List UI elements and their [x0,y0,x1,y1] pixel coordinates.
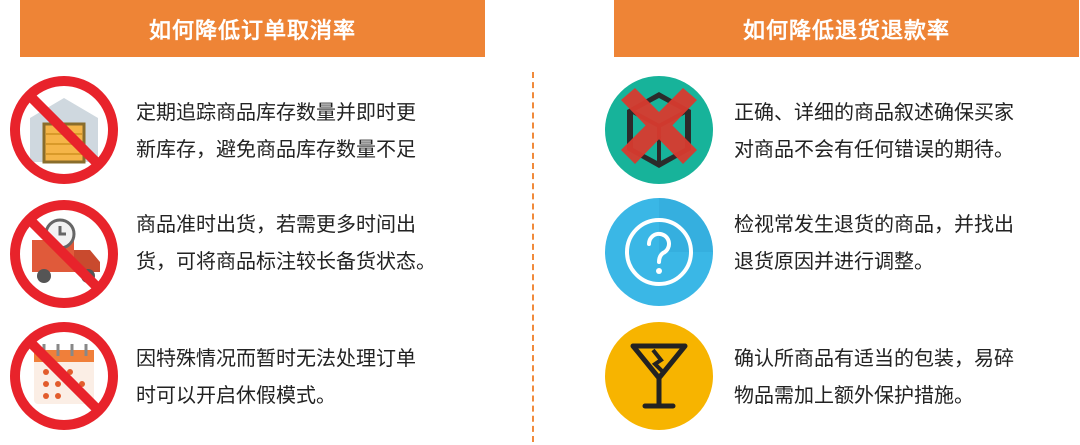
section-divider [532,72,534,442]
calendar-no-sign-icon [8,320,120,432]
text-line: 新库存，避免商品库存数量不足 [136,137,416,161]
left-section-banner: 如何降低订单取消率 [20,0,485,57]
text-line: 定期追踪商品库存数量并即时更 [136,100,416,124]
text-line: 物品需加上额外保护措施。 [734,383,974,407]
text-line: 时可以开启休假模式。 [136,383,336,407]
text-line: 商品准时出货，若需更多时间出 [136,212,416,236]
box-cross-icon [603,74,715,186]
right-section-title: 如何降低退货退款率 [742,18,950,44]
right-section-banner: 如何降低退货退款率 [614,0,1079,57]
left-section-title: 如何降低订单取消率 [148,18,356,44]
text-line: 检视常发生退货的商品，并找出 [734,212,1014,236]
text-line: 对商品不会有任何错误的期待。 [734,137,1014,161]
left-item-2-text: 商品准时出货，若需更多时间出 货，可将商品标注较长备货状态。 [136,206,436,280]
question-mark-icon [603,196,715,308]
text-line: 确认所商品有适当的包装，易碎 [734,346,1014,370]
left-item-1-text: 定期追踪商品库存数量并即时更 新库存，避免商品库存数量不足 [136,94,416,168]
text-line: 退货原因并进行调整。 [734,249,934,273]
text-line: 正确、详细的商品叙述确保买家 [734,100,1014,124]
right-item-1-text: 正确、详细的商品叙述确保买家 对商品不会有任何错误的期待。 [734,94,1014,168]
truck-clock-no-sign-icon [8,198,120,310]
fragile-glass-icon [603,320,715,432]
right-item-3-text: 确认所商品有适当的包装，易碎 物品需加上额外保护措施。 [734,340,1014,414]
text-line: 货，可将商品标注较长备货状态。 [136,249,436,273]
warehouse-no-sign-icon [8,74,120,186]
left-item-3-text: 因特殊情况而暂时无法处理订单 时可以开启休假模式。 [136,340,416,414]
right-item-2-text: 检视常发生退货的商品，并找出 退货原因并进行调整。 [734,206,1014,280]
text-line: 因特殊情况而暂时无法处理订单 [136,346,416,370]
